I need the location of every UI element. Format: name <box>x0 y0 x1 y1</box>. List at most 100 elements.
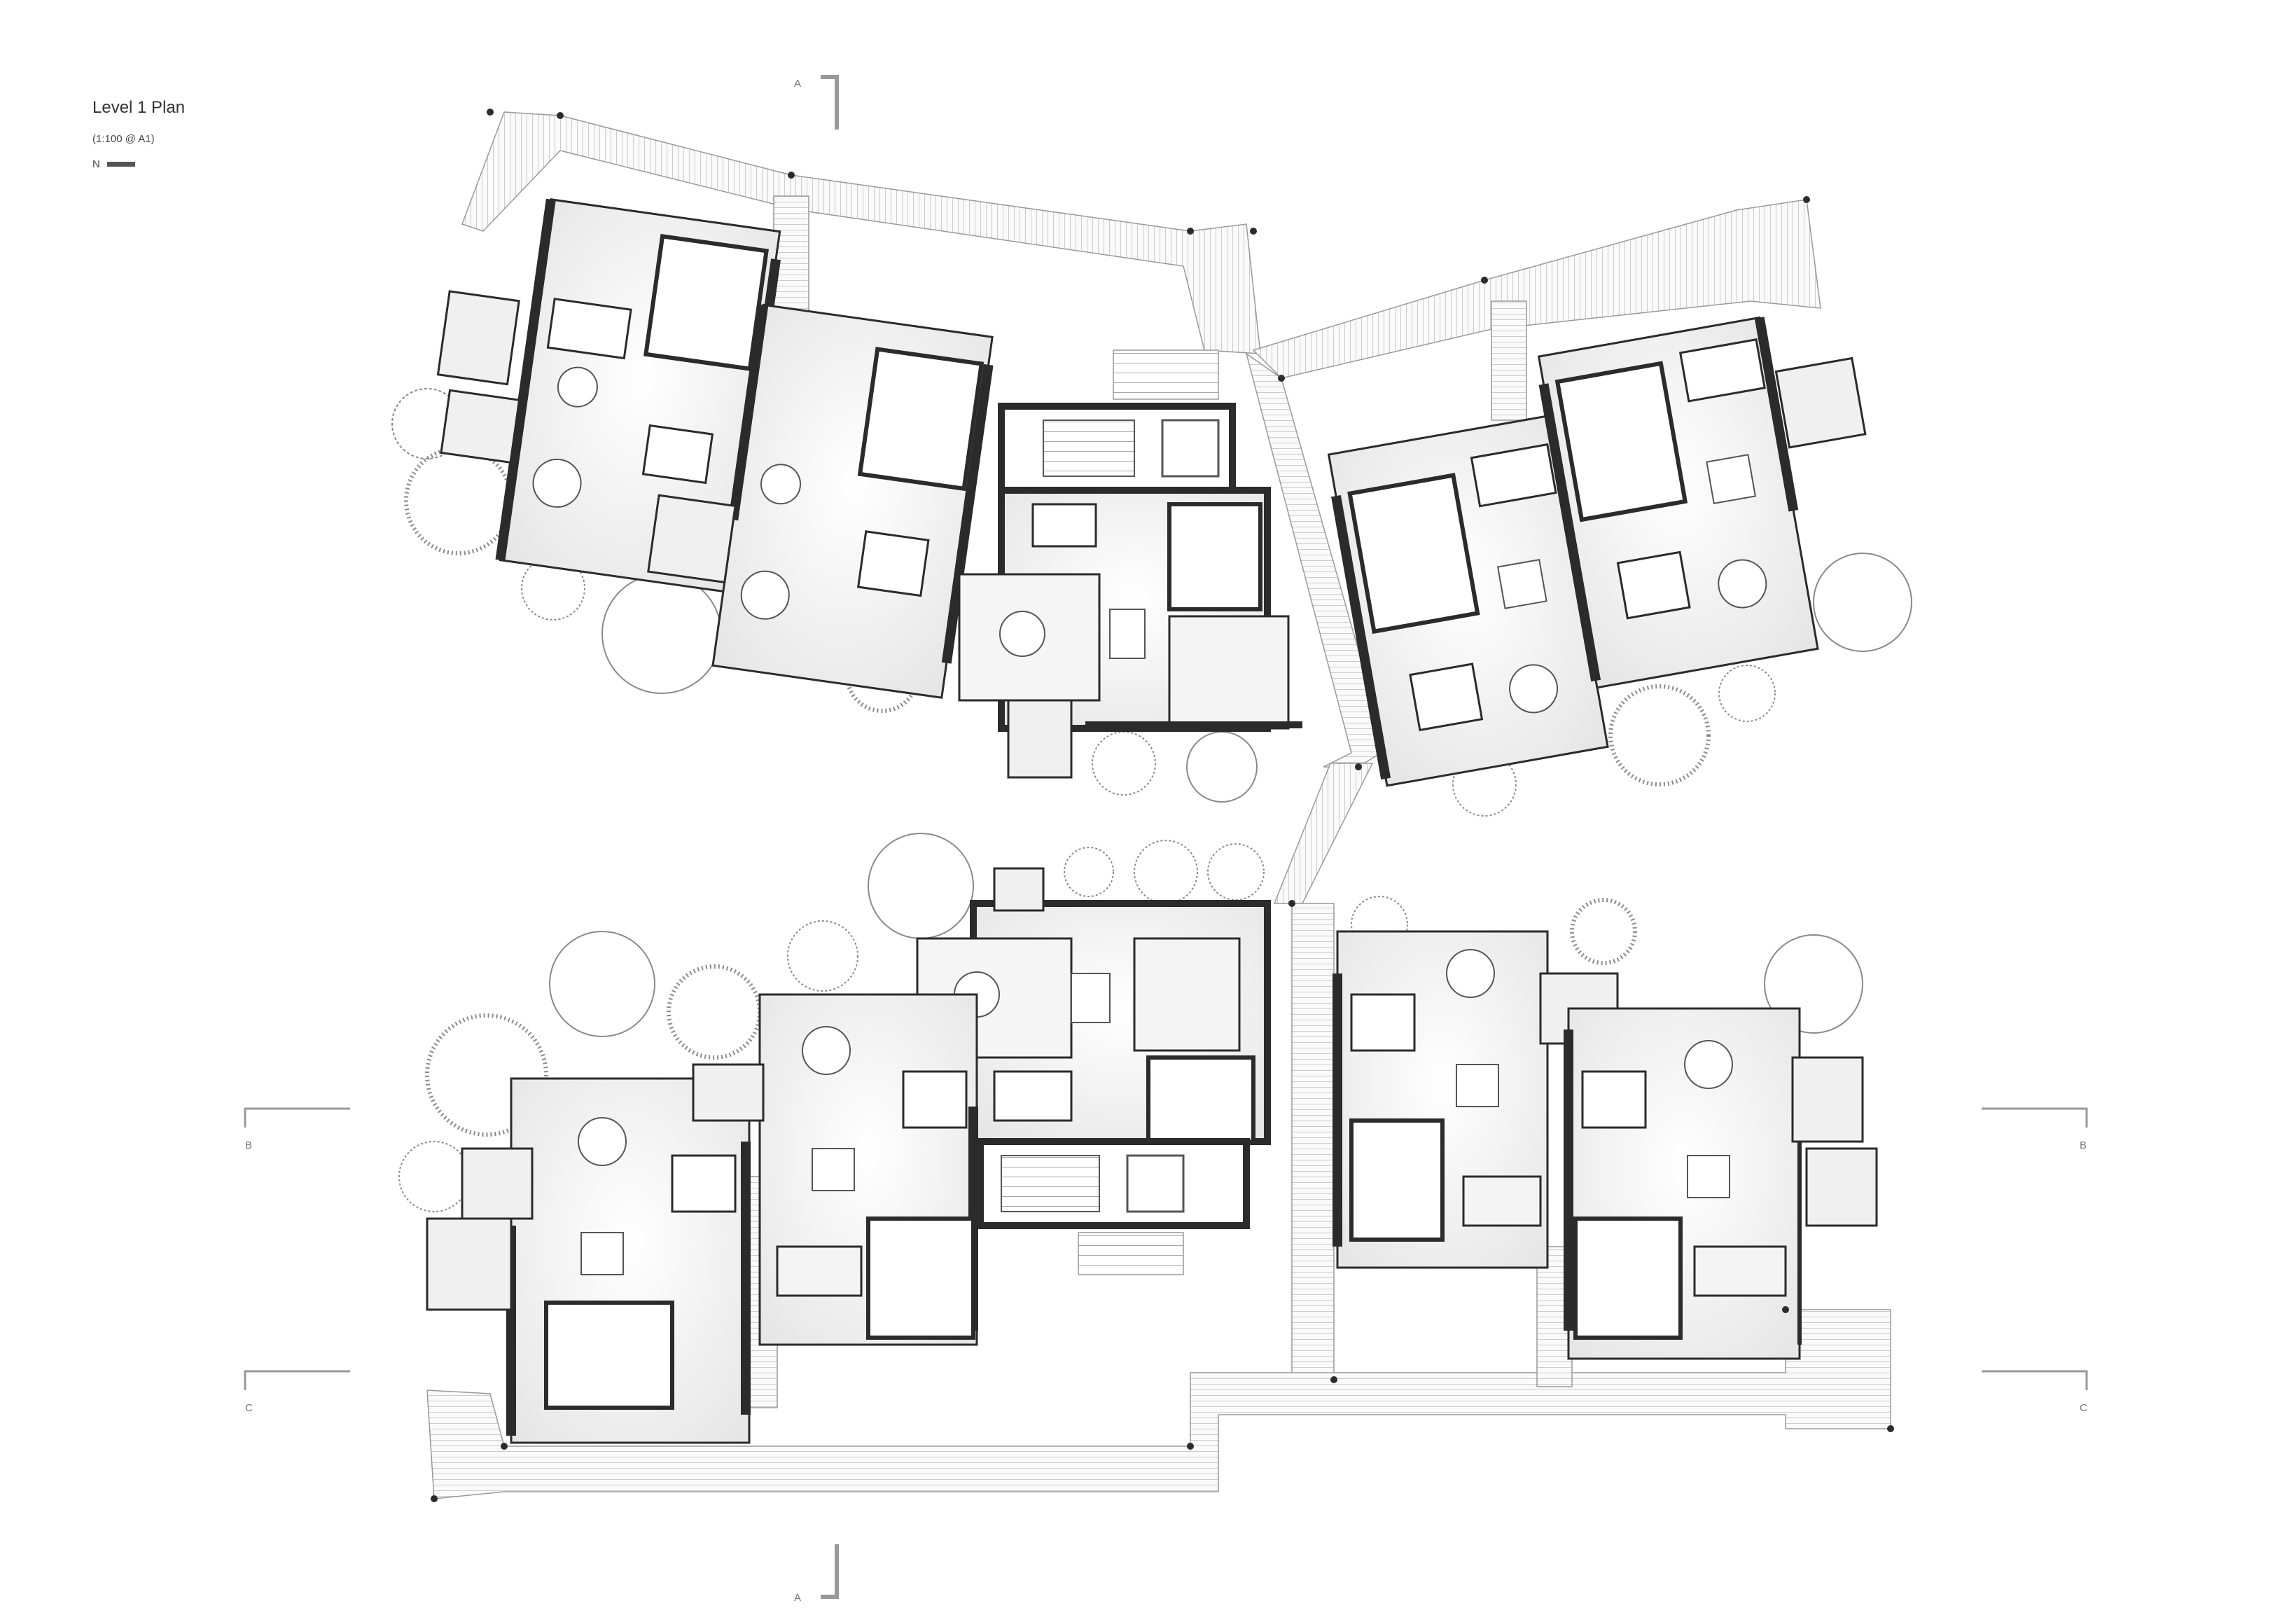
unit-bathroom <box>866 1216 975 1340</box>
unit-wall-east <box>941 363 994 664</box>
dining-table-icon <box>1509 664 1559 714</box>
tree-icon <box>549 931 655 1037</box>
unit-bed <box>1031 503 1097 548</box>
unit-balcony <box>993 867 1045 912</box>
unit-kitchen <box>1470 443 1557 508</box>
unit-balcony <box>436 290 520 386</box>
unit-wall-south <box>1085 721 1302 728</box>
central-south-core <box>916 867 1271 1229</box>
unit-kitchen <box>1693 1245 1787 1297</box>
dining-table-icon <box>812 1148 855 1191</box>
unit-bathroom <box>1146 1055 1255 1144</box>
dining-table-icon <box>1718 559 1767 609</box>
unit-bathroom <box>1349 1118 1445 1242</box>
lift-icon <box>1126 1154 1185 1213</box>
column-dot <box>1187 228 1194 235</box>
unit-kitchen <box>1168 615 1290 730</box>
north-indicator: N <box>92 158 135 170</box>
column-markers <box>431 109 1894 1502</box>
tree-icon <box>667 964 762 1060</box>
central-north-core <box>958 403 1302 779</box>
dining-table-icon <box>580 1232 624 1275</box>
column-dot <box>1782 1306 1789 1313</box>
unit-bed <box>902 1070 968 1129</box>
north-entry-steps <box>1113 349 1219 400</box>
dining-table-icon <box>1706 454 1757 504</box>
stair-icon <box>1043 420 1135 477</box>
unit-terrace <box>440 389 521 464</box>
walkway-network <box>426 111 1891 1499</box>
dining-table-icon <box>760 464 802 505</box>
unit-kitchen <box>1678 338 1766 403</box>
south-entry-steps <box>1078 1232 1184 1275</box>
unit-bed <box>1616 550 1691 620</box>
tree-icon <box>1207 843 1265 901</box>
column-dot <box>431 1495 438 1502</box>
dining-table-icon <box>999 611 1045 657</box>
dining-table-icon <box>532 458 582 508</box>
section-marker-c-left: C <box>244 1370 350 1414</box>
dining-table-icon <box>1456 1064 1499 1107</box>
unit-terrace <box>461 1147 534 1220</box>
unit-balcony <box>1774 356 1867 449</box>
north-label: N <box>92 158 100 170</box>
column-dot <box>1887 1425 1894 1432</box>
stair-icon <box>1001 1155 1100 1212</box>
unit-balcony <box>692 1063 765 1122</box>
section-label-a-bottom: A <box>794 1592 801 1604</box>
tree-icon <box>1134 840 1198 904</box>
section-marker-b-right: B <box>1982 1107 2088 1151</box>
unit-kitchen <box>1133 937 1241 1052</box>
unit-bathroom <box>1347 473 1480 635</box>
dining-table-icon <box>740 570 790 620</box>
drawing-scale: (1:100 @ A1) <box>92 133 155 145</box>
tree-icon <box>1813 553 1912 652</box>
unit-bed <box>641 424 714 485</box>
section-marker-b-left: B <box>244 1107 350 1151</box>
tree-icon <box>425 1013 548 1137</box>
boardwalk-south <box>426 1309 1891 1499</box>
column-dot <box>1803 196 1810 203</box>
column-dot <box>1288 900 1295 907</box>
spine-connector <box>1273 763 1374 904</box>
unit-wall-west <box>728 304 769 521</box>
unit-south-west-1 <box>426 1077 751 1444</box>
section-label-b-left: B <box>245 1139 252 1151</box>
unit-balcony <box>647 494 737 584</box>
dining-table-icon <box>1687 1155 1730 1198</box>
unit-bathroom <box>1573 1216 1683 1340</box>
column-dot <box>487 109 494 116</box>
unit-north-east-2 <box>1537 316 1867 689</box>
section-marker-a-top: A <box>794 75 839 130</box>
unit-terrace <box>1805 1147 1878 1227</box>
section-label-b-right: B <box>2080 1139 2087 1151</box>
unit-bathroom <box>544 1301 674 1410</box>
tree-icon <box>868 833 974 939</box>
tree-icon <box>1608 684 1711 786</box>
ne-walkway-link <box>1491 300 1527 421</box>
unit-wall-west <box>1538 383 1601 682</box>
unit-bathroom <box>1554 361 1688 522</box>
unit-south-east-1 <box>1333 930 1619 1269</box>
dining-table-icon <box>578 1117 627 1166</box>
unit-wall-west <box>1331 494 1391 780</box>
unit-south-east-2 <box>1564 1007 1878 1360</box>
column-dot <box>1481 277 1488 284</box>
column-dot <box>1187 1443 1194 1450</box>
tree-icon <box>1570 898 1637 965</box>
column-dot <box>501 1443 508 1450</box>
unit-bed <box>1409 663 1484 732</box>
tree-icon <box>404 446 513 555</box>
lift-icon <box>1161 419 1220 478</box>
dining-table-icon <box>1071 973 1111 1023</box>
tree-icon <box>1764 934 1863 1034</box>
unit-bathroom <box>643 234 769 372</box>
section-label-c-right: C <box>2080 1402 2087 1414</box>
dining-table-icon <box>1684 1040 1733 1089</box>
dining-table-icon <box>557 366 598 408</box>
dining-table-icon <box>1446 949 1495 998</box>
unit-kitchen <box>776 1245 863 1297</box>
center-vertical-walkway <box>1291 903 1335 1380</box>
tree-icon <box>787 920 858 992</box>
